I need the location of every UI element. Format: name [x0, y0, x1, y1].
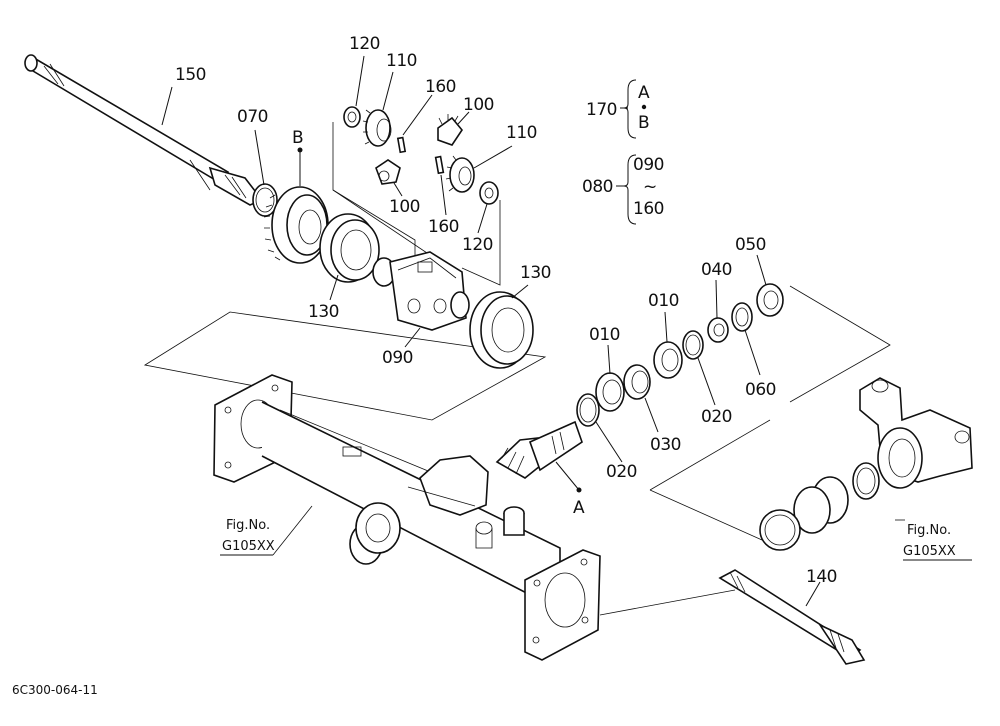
- leader-030: [644, 397, 659, 433]
- leader-090: [404, 327, 421, 348]
- leader-110a: [382, 71, 394, 111]
- leader-070: [254, 129, 265, 186]
- label-110-top: 110: [386, 51, 417, 71]
- leader-a: [555, 461, 580, 491]
- set-080-legend: 080 090 ~ 160: [582, 154, 664, 225]
- label-120-bottom: 120: [462, 235, 493, 255]
- label-100-bottom: 100: [389, 197, 420, 217]
- leader-060: [744, 329, 761, 376]
- leader-130b: [511, 284, 529, 299]
- leader-120b: [477, 203, 488, 234]
- leader-160b: [440, 174, 447, 216]
- set-170-item-b: B: [638, 113, 649, 133]
- label-090: 090: [382, 348, 413, 368]
- leader-140: [805, 581, 821, 607]
- label-160-bottom: 160: [428, 217, 459, 237]
- ring-020-right: [682, 330, 704, 360]
- bevel-pinion-a: [495, 420, 583, 479]
- pin-160-top: [396, 136, 407, 154]
- ring-070: [252, 183, 278, 217]
- leader-160a: [402, 94, 433, 136]
- leader-100b: [393, 182, 403, 197]
- ring-gear-b: [263, 186, 329, 264]
- pin-160-bottom: [434, 155, 445, 175]
- label-050: 050: [735, 235, 766, 255]
- axle-housing: [213, 374, 601, 661]
- leader-020b: [697, 357, 716, 406]
- set-170-dot: [641, 104, 647, 110]
- side-gear-110-bottom: [445, 155, 475, 193]
- label-040: 040: [701, 260, 732, 280]
- axle-shaft-150: [24, 54, 264, 206]
- fig-ref-right-line1: Fig.No.: [907, 523, 951, 538]
- label-150: 150: [175, 65, 206, 85]
- set-080-number: 080: [582, 177, 613, 197]
- leader-120a: [355, 55, 365, 107]
- washer-120-bottom: [479, 181, 499, 205]
- axle-shaft-140: [718, 569, 866, 665]
- fig-ref-left-line1: Fig.No.: [226, 518, 270, 533]
- leader-020a: [595, 421, 623, 463]
- leader-130a: [329, 274, 339, 301]
- label-130-right: 130: [520, 263, 551, 283]
- label-100-top: 100: [463, 95, 494, 115]
- label-a: A: [573, 498, 585, 518]
- seal-050: [756, 283, 784, 317]
- bearing-010-right: [653, 341, 683, 379]
- label-010-right: 010: [648, 291, 679, 311]
- reference-outlines: [143, 122, 905, 616]
- fig-ref-left: Fig.No. G105XX: [220, 518, 275, 556]
- fig-ref-left-line2: G105XX: [222, 539, 275, 554]
- leader-050: [756, 254, 767, 286]
- label-120-top: 120: [349, 34, 380, 54]
- bearing-130-left: [319, 213, 380, 283]
- label-160-top: 160: [425, 77, 456, 97]
- side-gear-110-top: [362, 109, 392, 147]
- label-030: 030: [650, 435, 681, 455]
- part-labels: 150 070 B 120 110 160 100 110 100 160 12…: [175, 34, 837, 587]
- label-020-left: 020: [606, 462, 637, 482]
- bearing-130-right: [469, 291, 534, 369]
- label-140: 140: [806, 567, 837, 587]
- fig-ref-right-line2: G105XX: [903, 544, 956, 559]
- differential-case-090: [372, 251, 470, 331]
- leader-110b: [473, 145, 513, 169]
- bearing-010-left: [595, 372, 625, 412]
- washer-120-top: [343, 106, 361, 128]
- leader-010b: [664, 311, 668, 343]
- set-080-tilde: ~: [643, 177, 657, 197]
- set-170-legend: 170 A B: [586, 79, 651, 139]
- leader-040: [715, 279, 718, 319]
- leader-150: [161, 86, 173, 126]
- washer-060: [731, 302, 753, 332]
- ring-020-left: [576, 393, 600, 427]
- set-080-to: 160: [633, 199, 664, 219]
- label-010-left: 010: [589, 325, 620, 345]
- leader-100a: [457, 111, 470, 125]
- set-170-number: 170: [586, 100, 617, 120]
- drawing-code: 6C300-064-11: [12, 683, 98, 697]
- knuckle-assembly: [759, 377, 973, 551]
- pinion-100-bottom: [375, 159, 401, 185]
- label-070: 070: [237, 107, 268, 127]
- fig-ref-right: Fig.No. G105XX: [903, 523, 972, 561]
- nut-040: [707, 317, 729, 343]
- set-080-from: 090: [633, 155, 664, 175]
- label-020-right: 020: [701, 407, 732, 427]
- label-130-left: 130: [308, 302, 339, 322]
- set-170-item-a: A: [638, 83, 650, 103]
- pinion-100-top: [437, 114, 463, 146]
- label-060: 060: [745, 380, 776, 400]
- spacer-030: [623, 364, 651, 400]
- leader-010a: [607, 344, 611, 375]
- label-b: B: [292, 128, 303, 148]
- label-110-bottom: 110: [506, 123, 537, 143]
